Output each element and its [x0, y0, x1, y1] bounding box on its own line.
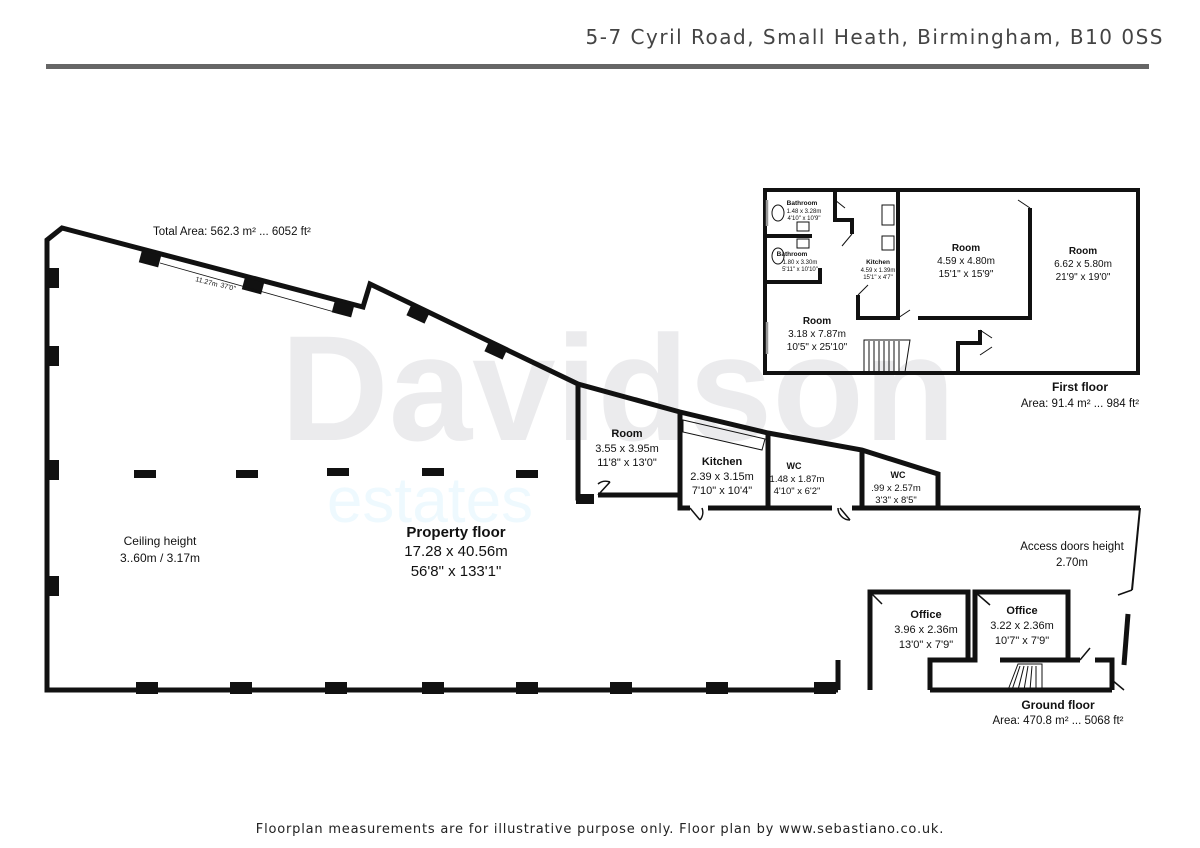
ff-room-left-imperial: 10'5" x 25'10"	[787, 342, 848, 353]
ground-floor-labels: Total Area: 562.3 m² ... 6052 ft² Ceilin…	[120, 226, 1125, 727]
bath1-metric: 1.48 x 3.28m	[787, 209, 822, 215]
header-divider	[46, 64, 1149, 69]
ground-floor-name: Ground floor	[1021, 698, 1095, 712]
office2-imperial: 10'7" x 7'9"	[995, 635, 1049, 647]
kitchen-name: Kitchen	[702, 456, 743, 468]
ff-room-mid-imperial: 15'1" x 15'9"	[939, 269, 994, 280]
dimension-label-ft: 37'0"	[219, 282, 236, 293]
property-address: 5-7 Cyril Road, Small Heath, Birmingham,…	[585, 25, 1164, 49]
first-floor-area: Area: 91.4 m² ... 984 ft²	[1021, 398, 1139, 410]
ground-floor-area: Area: 470.8 m² ... 5068 ft²	[992, 715, 1123, 727]
ff-room-right-imperial: 21'9" x 19'0"	[1056, 272, 1111, 283]
bath1-imperial: 4'10" x 10'9"	[788, 216, 821, 222]
property-floor-imperial: 56'8" x 133'1"	[411, 563, 502, 580]
ff-room-mid-metric: 4.59 x 4.80m	[937, 256, 995, 267]
ff-room-mid-name: Room	[952, 243, 980, 254]
office1-metric: 3.96 x 2.36m	[894, 624, 958, 636]
kitchen-imperial: 7'10" x 10'4"	[692, 485, 752, 497]
office2-name: Office	[1006, 605, 1037, 617]
ff-kitchen-name: Kitchen	[866, 259, 890, 266]
first-fixtures	[765, 199, 1031, 373]
office2-metric: 3.22 x 2.36m	[990, 620, 1054, 632]
first-floor-plan	[763, 188, 1140, 375]
wc2-imperial: 3'3" x 8'5"	[875, 495, 917, 506]
first-floor-name: First floor	[1052, 380, 1108, 394]
ground-windows	[47, 250, 836, 694]
ground-doors	[597, 480, 1133, 691]
access-doors-value: 2.70m	[1056, 557, 1088, 569]
bath1-name: Bathroom	[787, 200, 818, 207]
bath2-name: Bathroom	[777, 251, 808, 258]
bath2-imperial: 5'11" x 10'10"	[782, 267, 818, 273]
room-metric: 3.55 x 3.95m	[595, 443, 659, 455]
ff-room-right-metric: 6.62 x 5.80m	[1054, 259, 1112, 270]
property-floor-title: Property floor	[406, 524, 505, 541]
ground-right-wall	[1131, 507, 1141, 591]
room-imperial: 11'8" x 13'0"	[597, 457, 657, 469]
ground-office-walls	[867, 589, 971, 690]
office1-imperial: 13'0" x 7'9"	[899, 639, 953, 651]
ff-kitchen-metric: 4.59 x 1.39m	[861, 268, 896, 274]
kitchen-counter	[682, 419, 766, 451]
ff-room-left-name: Room	[803, 316, 831, 327]
ff-kitchen-imperial: 15'1" x 4'7"	[863, 275, 893, 281]
kitchen-metric: 2.39 x 3.15m	[690, 471, 754, 483]
wc2-name: WC	[891, 470, 906, 480]
wc1-name: WC	[787, 461, 802, 471]
property-floor-metric: 17.28 x 40.56m	[404, 543, 507, 560]
ceiling-height-label: Ceiling height	[124, 534, 197, 548]
watermark-logo: Davidson estates	[280, 304, 955, 536]
access-doors-label: Access doors height	[1020, 541, 1124, 553]
dimension-line: 11.27m 37'0"	[159, 262, 339, 314]
room-name: Room	[611, 428, 642, 440]
total-area: Total Area: 562.3 m² ... 6052 ft²	[153, 226, 311, 238]
footer-disclaimer: Floorplan measurements are for illustrat…	[255, 822, 945, 837]
office1-name: Office	[910, 609, 941, 621]
watermark-brand: Davidson	[280, 304, 955, 472]
ground-stairs	[1007, 663, 1043, 691]
wc1-metric: 1.48 x 1.87m	[770, 474, 825, 485]
ff-room-right-name: Room	[1069, 246, 1097, 257]
bath2-metric: 1.80 x 3.30m	[783, 260, 818, 266]
wc1-imperial: 4'10" x 6'2"	[774, 486, 821, 497]
wc2-metric: .99 x 2.57m	[871, 483, 921, 494]
ff-room-left-metric: 3.18 x 7.87m	[788, 329, 846, 340]
first-floor-labels: Bathroom 1.48 x 3.28m 4'10" x 10'9" Bath…	[777, 200, 1140, 410]
ceiling-height-value: 3..60m / 3.17m	[120, 551, 200, 565]
